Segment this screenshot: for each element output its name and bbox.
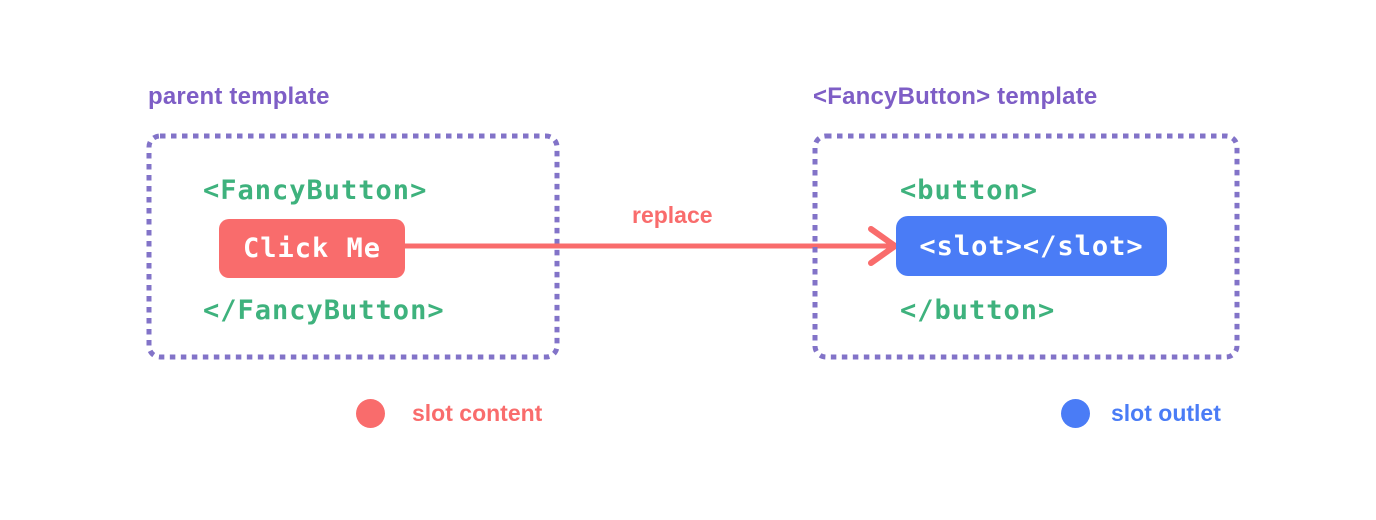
fancybutton-open-tag: <FancyButton> (203, 175, 428, 206)
fancybutton-template-title: <FancyButton> template (813, 83, 1098, 110)
button-close-tag: </button> (900, 295, 1056, 326)
legend-slot-outlet: slot outlet (1061, 399, 1221, 428)
fancybutton-close-tag: </FancyButton> (203, 295, 445, 326)
click-me-button: Click Me (219, 219, 405, 278)
replace-label: replace (632, 202, 713, 228)
slot-outlet-dot-icon (1061, 399, 1090, 428)
fancybutton-template-box (812, 133, 1240, 360)
slot-outlet-box: <slot></slot> (896, 216, 1167, 276)
click-me-button-label: Click Me (242, 233, 382, 264)
slot-outlet-legend-label: slot outlet (1111, 400, 1221, 426)
parent-template-box (146, 133, 560, 360)
button-open-tag: <button> (900, 175, 1039, 206)
replace-arrow-icon (405, 226, 898, 266)
legend-slot-content: slot content (356, 399, 542, 428)
slot-content-legend-label: slot content (412, 400, 543, 426)
slot-content-dot-icon (356, 399, 385, 428)
parent-template-title: parent template (148, 83, 330, 110)
slot-outlet-label: <slot></slot> (919, 230, 1144, 262)
